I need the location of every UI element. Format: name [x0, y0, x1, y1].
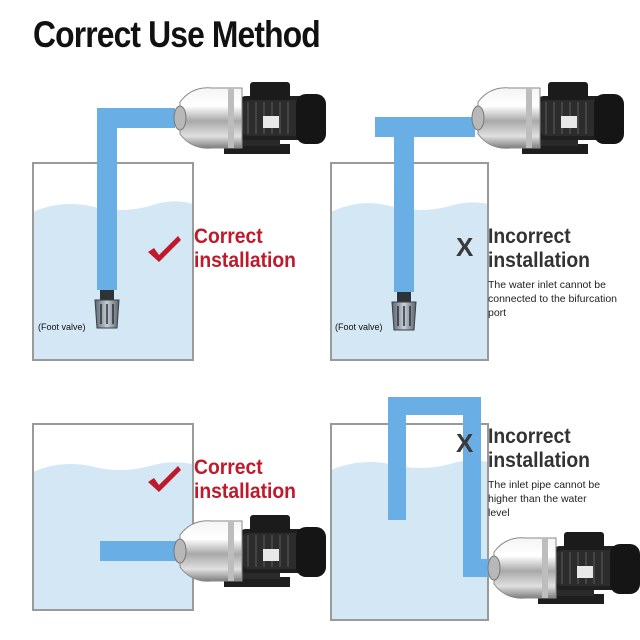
panel-4-inlet-pipe: [388, 397, 490, 577]
panel-4-pump-icon: [487, 531, 640, 605]
panel-4-status-line1: Incorrect: [488, 425, 571, 448]
panel-1-status-line2: installation: [194, 249, 296, 272]
panel-1-status-line1: Correct: [194, 225, 263, 248]
panel-1-inlet-pipe: [97, 108, 175, 290]
panel-3-tank: [32, 423, 194, 611]
panel-2-pump-icon: [471, 81, 625, 155]
panel-2-note: The water inlet cannot be connected to t…: [488, 279, 618, 319]
panel-2-foot-valve-label: (Foot valve): [335, 322, 383, 332]
panel-1-foot-valve-label: (Foot valve): [38, 322, 86, 332]
panel-2-inlet-pipe: [375, 117, 475, 292]
panel-2-x-icon: X: [456, 232, 474, 262]
page-title: Correct Use Method: [33, 14, 321, 55]
panel-1-pump-icon: [173, 81, 327, 155]
panel-4-note: The inlet pipe cannot be higher than the…: [488, 479, 601, 519]
panel-4-x-icon: X: [456, 428, 474, 458]
panel-2-status-line2: installation: [488, 249, 590, 272]
panel-4-status-line2: installation: [488, 449, 590, 472]
panel-2-status-line1: Incorrect: [488, 225, 571, 248]
panel-3-pump-icon: [173, 514, 327, 588]
panel-4-tank: [330, 423, 489, 621]
panel-3-status-line1: Correct: [194, 456, 263, 479]
panel-3-status-line2: installation: [194, 480, 296, 503]
